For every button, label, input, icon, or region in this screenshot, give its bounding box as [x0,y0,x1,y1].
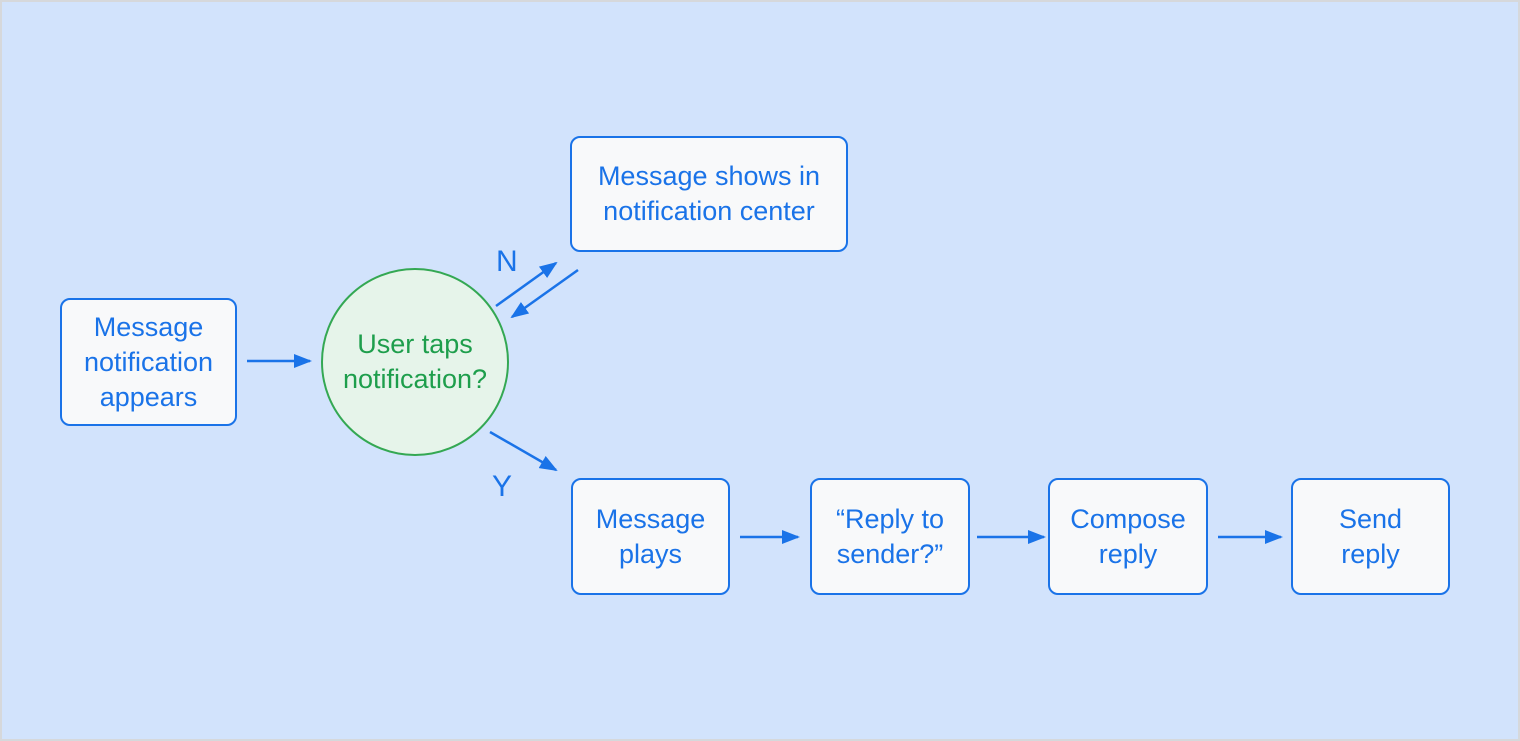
node-send-reply: Send reply [1291,478,1450,595]
node-reply-to-sender: “Reply to sender?” [810,478,970,595]
node-label: Message shows in notification center [597,161,821,226]
edge-decision-to-message-plays [489,430,558,472]
node-message-notification-appears: Message notification appears [60,298,237,426]
node-label: Message notification appears [83,311,214,412]
edge-label-no: N [496,245,518,278]
node-label: User taps notification? [342,329,488,394]
node-message-shows-in-notification-center: Message shows in notification center [570,136,848,252]
node-compose-reply: Compose reply [1048,478,1208,595]
node-user-taps-notification-decision: User taps notification? [321,268,509,456]
node-label: Send reply [1338,503,1403,569]
node-label: Compose reply [1070,503,1186,569]
node-label: “Reply to sender?” [835,503,945,569]
edge-notification-center-to-decision [510,268,579,319]
node-label: Message plays [595,503,706,569]
node-message-plays: Message plays [571,478,730,595]
edge-label-yes: Y [492,470,513,503]
